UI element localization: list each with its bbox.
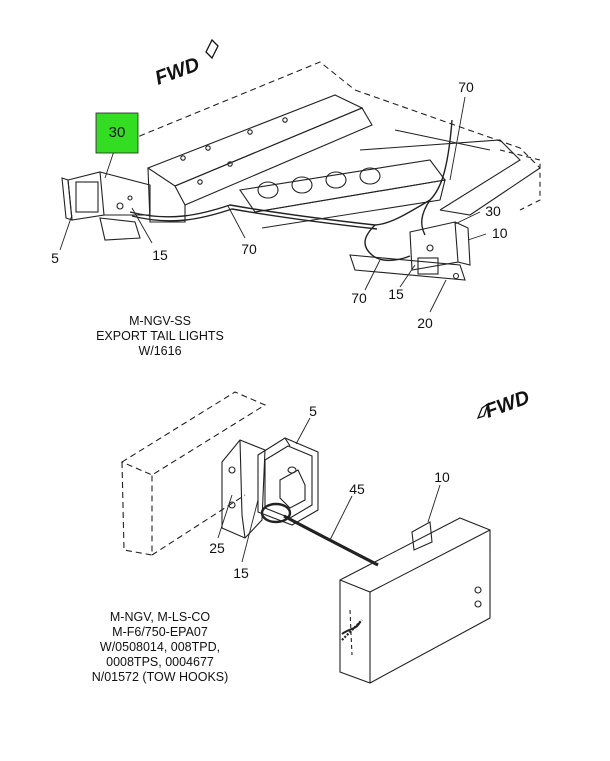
bracket-right xyxy=(349,221,471,281)
leader-lines-top xyxy=(59,96,487,313)
callout-label: 70 xyxy=(351,290,367,306)
rail-cover-right xyxy=(339,517,491,684)
connector-loop xyxy=(260,502,292,524)
wiring-harness-top xyxy=(129,119,453,262)
callout-label: 45 xyxy=(349,481,365,497)
callout-label: 10 xyxy=(492,225,508,241)
tail-light-bottom xyxy=(257,437,319,526)
caption-line: M-NGV, M-LS-CO xyxy=(109,610,211,624)
caption-line: 0008TPS, 0004677 xyxy=(106,655,214,669)
caption-line: EXPORT TAIL LIGHTS xyxy=(96,329,224,343)
callout-label: 25 xyxy=(209,540,225,556)
svg-text:30: 30 xyxy=(109,124,126,141)
highlighted-callout[interactable]: 30 xyxy=(95,112,139,154)
frame-rail-top xyxy=(129,61,541,229)
caption-line: M-F6/750-EPA07 xyxy=(112,625,208,639)
caption-line: W/0508014, 008TPD, xyxy=(99,640,221,654)
tail-light-left xyxy=(61,171,151,241)
caption-line: N/01572 (TOW HOOKS) xyxy=(91,670,229,684)
caption-bottom: M-NGV, M-LS-CO M-F6/750-EPA07 W/0508014,… xyxy=(80,610,240,685)
caption-line: W/1616 xyxy=(138,344,182,358)
callout-label: 70 xyxy=(458,79,474,95)
callout-label: 5 xyxy=(51,250,59,266)
callout-label: 15 xyxy=(388,286,404,302)
fwd-arrow-top: FWD xyxy=(152,38,219,90)
leader-lines-bottom xyxy=(217,417,441,563)
fwd-arrow-bottom: FWD xyxy=(476,386,533,423)
callout-label: 30 xyxy=(485,203,501,219)
callout-label: 5 xyxy=(309,403,317,419)
caption-line: M-NGV-SS xyxy=(129,314,191,328)
callout-label: 20 xyxy=(417,315,433,331)
svg-text:FWD: FWD xyxy=(482,386,532,422)
harness-cable xyxy=(283,514,379,567)
caption-top: M-NGV-SS EXPORT TAIL LIGHTS W/1616 xyxy=(90,314,230,359)
callout-label: 15 xyxy=(152,247,168,263)
callout-label: 15 xyxy=(233,565,249,581)
callout-label: 70 xyxy=(241,241,257,257)
callout-label: 10 xyxy=(434,469,450,485)
svg-text:FWD: FWD xyxy=(152,53,202,89)
